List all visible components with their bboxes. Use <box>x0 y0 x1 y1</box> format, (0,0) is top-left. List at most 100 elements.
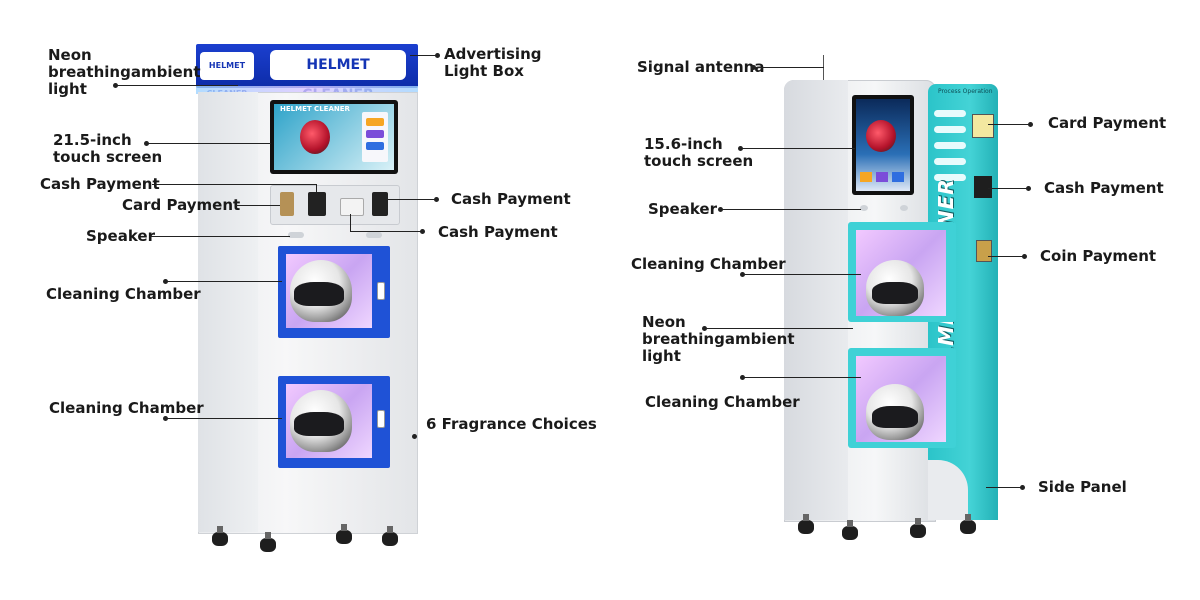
label-touch-screen-right: 15.6-inch touch screen <box>644 135 754 170</box>
instruction-pill <box>934 174 966 181</box>
screen-option-3 <box>892 172 904 182</box>
card-reader-slot <box>280 192 294 216</box>
coin-slot[interactable] <box>976 240 992 262</box>
label-cleaning-chamber-2-right: Cleaning Chamber <box>645 393 800 411</box>
callout-dot <box>435 53 440 58</box>
label-neon-light-right: Neon breathingambient light <box>642 313 795 365</box>
chamber-1-helmet-visor <box>294 282 344 306</box>
callout-dot <box>434 197 439 202</box>
callout-line <box>166 281 282 282</box>
caster-wheel <box>212 526 228 546</box>
screen-option-2 <box>876 172 888 182</box>
label-cash-payment-2: Cash Payment <box>451 190 571 208</box>
callout-line <box>743 274 861 275</box>
screen-option-1 <box>860 172 872 182</box>
chamber-1-visor-right <box>872 282 918 304</box>
cash-acceptor[interactable] <box>974 176 992 198</box>
screen-helmet-image <box>300 120 330 154</box>
machine-side-face-right <box>784 80 848 520</box>
cash-acceptor-slot-1 <box>308 192 326 216</box>
callout-line <box>147 143 271 144</box>
callout-line <box>988 256 1024 257</box>
caster-wheel <box>382 526 398 546</box>
label-coin-payment: Coin Payment <box>1040 247 1157 265</box>
callout-line <box>721 209 861 210</box>
label-cleaning-chamber-1-left: Cleaning Chamber <box>46 285 201 303</box>
callout-dot <box>751 65 756 70</box>
label-card-payment-right: Card Payment <box>1048 114 1167 132</box>
screen-option-3 <box>366 142 384 150</box>
callout-dot <box>163 279 168 284</box>
callout-dot <box>740 272 745 277</box>
label-cleaning-chamber-1-right: Cleaning Chamber <box>631 255 786 273</box>
callout-line <box>986 487 1022 488</box>
caster-wheel <box>336 524 352 544</box>
callout-dot <box>163 416 168 421</box>
callout-line <box>150 236 290 237</box>
neon-ambient-light-strip <box>196 86 418 94</box>
caster-wheel <box>260 532 276 552</box>
label-cash-payment-3: Cash Payment <box>438 223 558 241</box>
instruction-pill <box>934 158 966 165</box>
speaker-grille-2 <box>366 232 382 238</box>
callout-line <box>410 55 438 56</box>
cash-acceptor-slot-2 <box>372 192 388 216</box>
callout-line <box>388 199 436 200</box>
label-speaker-left: Speaker <box>86 227 155 245</box>
label-side-panel: Side Panel <box>1038 478 1127 496</box>
callout-line <box>116 85 238 86</box>
instruction-pill <box>934 142 966 149</box>
callout-dot <box>1020 485 1025 490</box>
callout-line <box>988 188 1028 189</box>
label-touch-screen-left: 21.5-inch touch screen <box>53 131 163 166</box>
instruction-pill <box>934 110 966 117</box>
callout-line <box>316 184 317 194</box>
callout-dot <box>412 434 417 439</box>
speaker-right-2 <box>900 205 908 211</box>
speaker-grille <box>288 232 304 238</box>
machine-side-face <box>198 92 258 532</box>
callout-dot <box>113 83 118 88</box>
caster-wheel <box>960 514 976 534</box>
callout-dot <box>740 375 745 380</box>
cash-dispenser-slot <box>340 198 364 216</box>
label-signal-antenna: Signal antenna <box>637 58 765 76</box>
light-box-small-logo: HELMET CLEANER <box>200 52 254 98</box>
callout-dot <box>144 141 149 146</box>
label-cash-payment-1: Cash Payment <box>40 175 160 193</box>
speaker-right <box>860 205 868 211</box>
callout-line <box>988 124 1030 125</box>
caster-wheel <box>842 520 858 540</box>
instruction-pill <box>934 126 966 133</box>
screen-title: HELMET CLEANER <box>280 105 350 113</box>
callout-line <box>743 377 861 378</box>
signal-antenna <box>823 55 824 81</box>
label-card-payment-left: Card Payment <box>122 196 241 214</box>
screen-helmet-image-right <box>866 120 896 152</box>
label-advertising-light-box: Advertising Light Box <box>444 45 542 80</box>
callout-line <box>350 214 351 231</box>
label-neon-light-left: Neon breathingambient light <box>48 46 201 98</box>
callout-dot <box>1028 122 1033 127</box>
callout-line <box>166 418 282 419</box>
callout-line <box>741 148 855 149</box>
chamber-2-handle[interactable] <box>377 410 385 428</box>
light-box-main-logo: HELMET CLEANER <box>270 50 406 103</box>
callout-dot <box>702 326 707 331</box>
screen-option-2 <box>366 130 384 138</box>
callout-line <box>705 328 853 329</box>
callout-dot <box>1026 186 1031 191</box>
chamber-1-handle[interactable] <box>377 282 385 300</box>
caster-wheel <box>910 518 926 538</box>
card-reader[interactable] <box>972 114 994 138</box>
caster-wheel <box>798 514 814 534</box>
label-cash-payment-right: Cash Payment <box>1044 179 1164 197</box>
callout-dot <box>420 229 425 234</box>
label-speaker-right: Speaker <box>648 200 717 218</box>
callout-dot <box>718 207 723 212</box>
label-cleaning-chamber-2-left: Cleaning Chamber <box>49 399 204 417</box>
label-fragrance-choices: 6 Fragrance Choices <box>426 415 597 433</box>
callout-dot <box>738 146 743 151</box>
chamber-2-helmet-visor <box>294 412 344 436</box>
chamber-2-visor-right <box>872 406 918 428</box>
